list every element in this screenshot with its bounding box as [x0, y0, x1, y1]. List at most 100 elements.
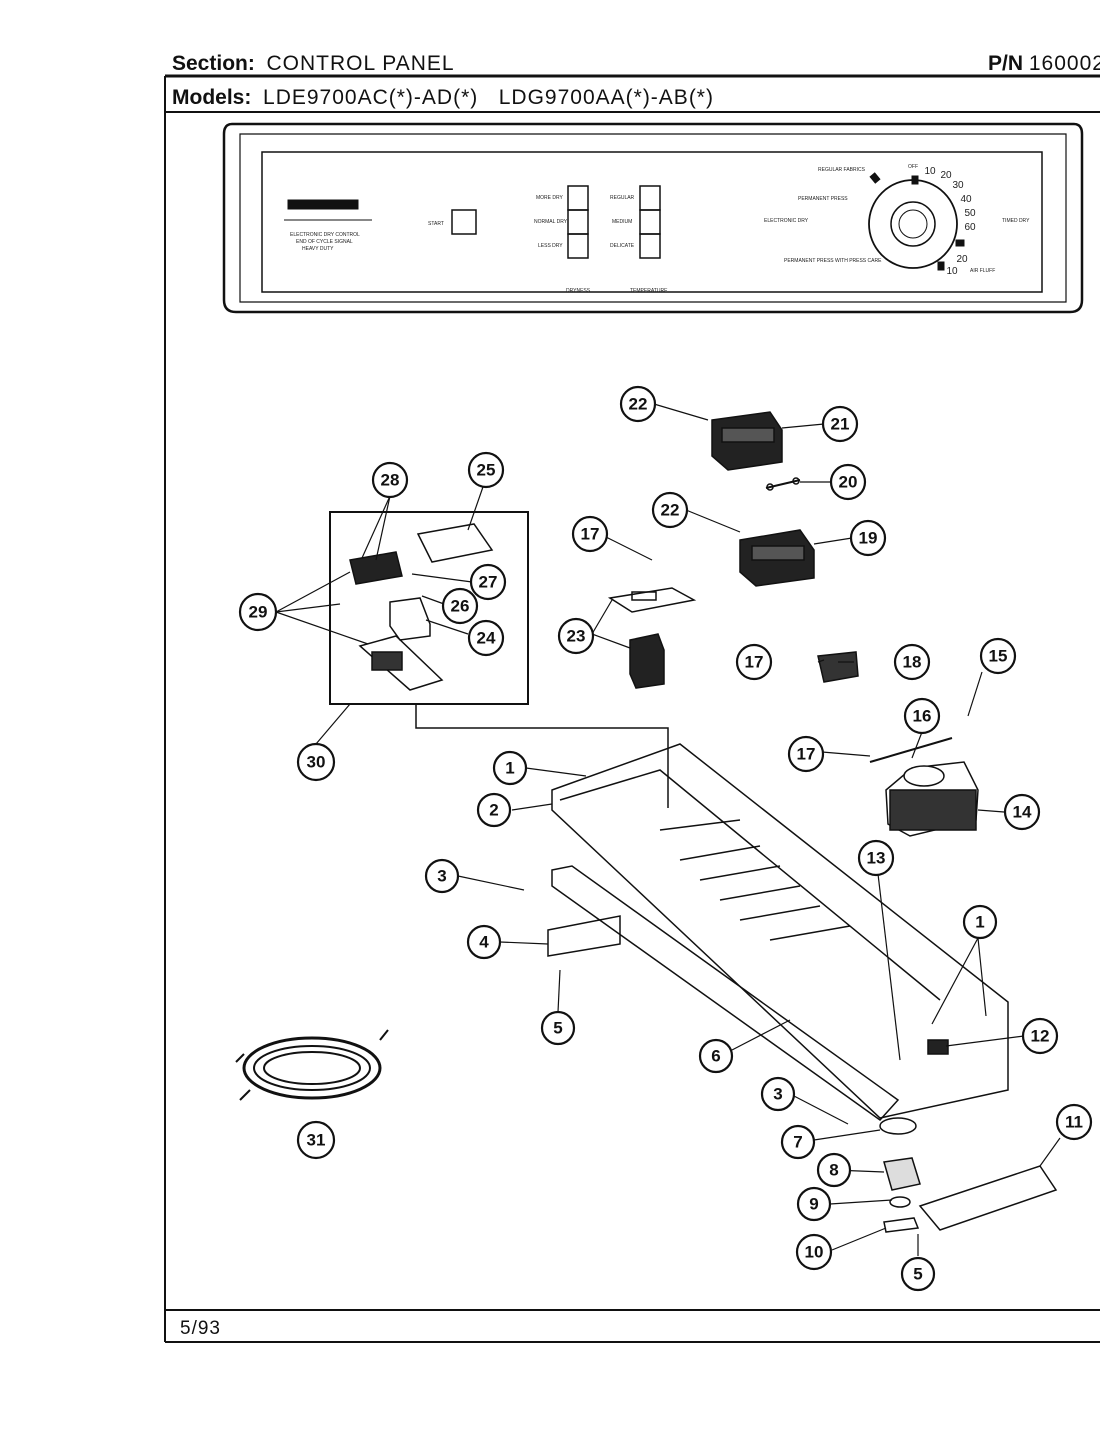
callout-15: 15: [979, 637, 1017, 675]
dial-num-10: 10: [924, 166, 936, 177]
start-button[interactable]: [451, 209, 477, 235]
pn-label: P/N: [988, 52, 1024, 75]
dial-num-50: 50: [964, 208, 976, 219]
section-header: Section: CONTROL PANEL: [172, 52, 455, 76]
callout-4: 4: [466, 924, 502, 960]
callout-13: 13: [857, 839, 895, 877]
svg-text:25: 25: [477, 461, 496, 480]
svg-text:3: 3: [437, 867, 446, 886]
permanent-press-label: PERMANENT PRESS: [798, 196, 848, 202]
callout-23: 23: [557, 617, 595, 655]
delicate-temp-button[interactable]: [639, 233, 661, 259]
callout-9: 9: [796, 1186, 832, 1222]
svg-text:13: 13: [867, 849, 886, 868]
temperature-label: TEMPERATURE: [630, 288, 668, 294]
dryness-label: DRYNESS: [566, 288, 591, 294]
section-value: CONTROL PANEL: [266, 52, 455, 75]
air-fluff-label: AIR FLUFF: [970, 268, 995, 274]
delicate-label: DELICATE: [610, 243, 635, 249]
callout-31: 31: [296, 1120, 336, 1160]
callout-24: 24: [467, 619, 505, 657]
svg-text:10: 10: [805, 1243, 824, 1262]
part-number: P/N 160002: [988, 52, 1100, 76]
normal-dry-label: NORMAL DRY: [534, 219, 568, 225]
callout-22a: 22: [619, 385, 657, 423]
pn-value: 160002: [1028, 52, 1100, 75]
callout-12: 12: [1021, 1017, 1059, 1055]
svg-text:14: 14: [1013, 803, 1032, 822]
more-dry-button[interactable]: [567, 185, 589, 211]
svg-text:26: 26: [451, 597, 470, 616]
callout-5b: 5: [900, 1256, 936, 1292]
caption-line-1: ELECTRONIC DRY CONTROL: [290, 232, 360, 238]
callout-16: 16: [903, 697, 941, 735]
callout-19: 19: [849, 519, 887, 557]
callout-25: 25: [467, 451, 505, 489]
svg-text:6: 6: [711, 1047, 720, 1066]
callout-18: 18: [893, 643, 931, 681]
press-care-label: PERMANENT PRESS WITH PRESS CARE: [784, 258, 882, 264]
callout-1a: 1: [492, 750, 528, 786]
regular-temp-button[interactable]: [639, 185, 661, 211]
svg-text:17: 17: [745, 653, 764, 672]
svg-text:12: 12: [1031, 1027, 1050, 1046]
svg-text:4: 4: [479, 933, 489, 952]
svg-text:18: 18: [903, 653, 922, 672]
medium-label: MEDIUM: [612, 219, 632, 225]
panel-labels: ELECTRONIC DRY CONTROL END OF CYCLE SIGN…: [290, 164, 1030, 294]
dial-num-20: 20: [940, 170, 952, 181]
callout-17b: 17: [735, 643, 773, 681]
svg-text:29: 29: [249, 603, 268, 622]
svg-text:9: 9: [809, 1195, 818, 1214]
svg-text:15: 15: [989, 647, 1008, 666]
callout-3b: 3: [760, 1076, 796, 1112]
callout-22b: 22: [651, 491, 689, 529]
timed-dry-label: TIMED DRY: [1002, 218, 1030, 224]
caption-line-3: HEAVY DUTY: [302, 246, 334, 252]
frame: [164, 74, 1100, 1343]
svg-text:11: 11: [1065, 1113, 1083, 1132]
callout-5a: 5: [540, 1010, 576, 1046]
svg-text:16: 16: [913, 707, 932, 726]
electronic-dry-label: ELECTRONIC DRY: [764, 218, 809, 224]
normal-dry-button[interactable]: [567, 209, 589, 235]
callout-30: 30: [296, 742, 336, 782]
dial-num-40: 40: [960, 194, 972, 205]
callout-3a: 3: [424, 858, 460, 894]
control-panel-console: [222, 122, 1084, 314]
svg-text:21: 21: [831, 415, 850, 434]
svg-text:5: 5: [553, 1019, 562, 1038]
footer-date: 5/93: [180, 1318, 221, 1339]
section-label: Section:: [172, 52, 255, 75]
callout-21: 21: [821, 405, 859, 443]
more-dry-label: MORE DRY: [536, 195, 564, 201]
callout-17a: 17: [571, 515, 609, 553]
callout-7: 7: [780, 1124, 816, 1160]
svg-text:7: 7: [793, 1133, 802, 1152]
svg-text:20: 20: [839, 473, 858, 492]
svg-text:31: 31: [307, 1131, 326, 1150]
svg-text:2: 2: [489, 801, 498, 820]
less-dry-button[interactable]: [567, 233, 589, 259]
leader-lines: [275, 403, 1061, 1256]
dial-off-label: OFF: [908, 164, 918, 170]
callout-2: 2: [476, 792, 512, 828]
models-value: LDE9700AC(*)-AD(*) LDG9700AA(*)-AB(*): [263, 86, 714, 109]
callout-8: 8: [816, 1152, 852, 1188]
svg-text:17: 17: [797, 745, 816, 764]
callout-11: 11: [1055, 1103, 1093, 1141]
regular-fabrics-label: REGULAR FABRICS: [818, 167, 866, 173]
cycle-dial[interactable]: [868, 179, 958, 269]
svg-text:24: 24: [477, 629, 496, 648]
svg-text:28: 28: [381, 471, 400, 490]
svg-text:17: 17: [581, 525, 600, 544]
callout-28: 28: [371, 461, 409, 499]
medium-temp-button[interactable]: [639, 209, 661, 235]
svg-text:27: 27: [479, 573, 498, 592]
less-dry-label: LESS DRY: [538, 243, 563, 249]
dial-num-60: 60: [964, 222, 976, 233]
caption-line-2: END OF CYCLE SIGNAL: [296, 239, 353, 245]
callout-10: 10: [795, 1233, 833, 1271]
start-label: START: [428, 221, 444, 227]
